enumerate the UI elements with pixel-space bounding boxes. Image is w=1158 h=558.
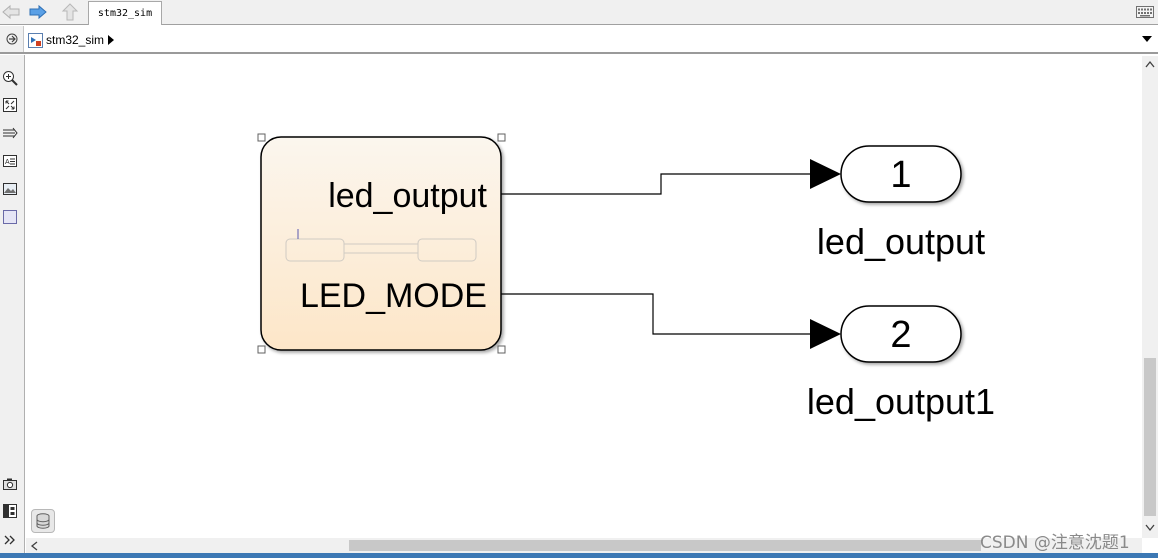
outport-1-name: led_output — [817, 221, 985, 262]
forward-button[interactable] — [27, 2, 49, 22]
scroll-left-icon[interactable] — [30, 541, 38, 551]
database-icon — [36, 513, 50, 529]
selection-handle[interactable] — [257, 345, 266, 354]
tab-stm32-sim[interactable]: stm32_sim — [88, 1, 162, 25]
outport-2-name: led_output1 — [807, 381, 995, 422]
status-strip — [0, 553, 1158, 558]
address-dropdown[interactable] — [1140, 32, 1154, 46]
chevron-down-icon — [1142, 36, 1152, 42]
vertical-scroll-thumb[interactable] — [1144, 358, 1156, 516]
zoom-icon — [3, 71, 18, 86]
arrow-left-icon — [2, 4, 20, 20]
stateflow-chart-block[interactable]: led_output LED_MODE — [257, 133, 506, 354]
chart-port-led-mode-label: LED_MODE — [300, 277, 487, 315]
address-bar: stm32_sim — [0, 26, 1158, 54]
outport-1-block[interactable]: 1 led_output — [817, 145, 985, 262]
explorer-toggle-icon — [6, 33, 17, 45]
tab-bar: stm32_sim — [0, 0, 1158, 25]
svg-text:A: A — [5, 159, 10, 166]
image-button[interactable] — [1, 180, 19, 198]
tool-palette: A — [0, 55, 25, 553]
area-button[interactable] — [1, 208, 19, 226]
arrow-right-icon — [29, 4, 47, 20]
horizontal-scroll-thumb[interactable] — [349, 540, 981, 551]
double-chevron-icon — [4, 535, 15, 545]
chart-port-led-output-label: led_output — [328, 177, 487, 215]
up-button[interactable] — [59, 2, 81, 22]
watermark: CSDN @注意沈题1 — [980, 533, 1130, 553]
simulink-model-icon — [28, 32, 43, 48]
route-lines-button[interactable] — [1, 124, 19, 142]
arrow-up-icon — [61, 3, 79, 21]
selection-handle[interactable] — [497, 345, 506, 354]
selection-handle[interactable] — [497, 133, 506, 142]
screenshot-button[interactable] — [1, 475, 19, 493]
vertical-scrollbar[interactable] — [1142, 56, 1158, 538]
model-browser-icon — [3, 504, 17, 518]
horizontal-scrollbar[interactable] — [26, 538, 1142, 553]
annotation-icon: A — [3, 155, 17, 167]
scroll-up-icon[interactable] — [1145, 60, 1155, 68]
zoom-button[interactable] — [1, 69, 19, 87]
arrowhead-2 — [810, 319, 841, 349]
signal-line-1[interactable] — [501, 159, 841, 195]
keyboard-icon[interactable] — [1136, 6, 1154, 18]
outport-2-number: 2 — [890, 314, 911, 356]
model-browser-button[interactable] — [1, 502, 19, 520]
fit-to-view-icon — [3, 98, 17, 112]
scroll-down-icon[interactable] — [1145, 524, 1155, 532]
back-button[interactable] — [0, 2, 22, 22]
tab-label: stm32_sim — [97, 8, 153, 19]
chart-state-icon — [285, 229, 477, 262]
model-canvas[interactable]: led_output LED_MODE 1 led_output 2 led_o… — [26, 56, 1142, 538]
route-lines-icon — [3, 127, 18, 139]
fit-to-view-button[interactable] — [1, 96, 19, 114]
block-diagram: led_output LED_MODE 1 led_output 2 led_o… — [257, 133, 995, 422]
selection-handle[interactable] — [257, 133, 266, 142]
hide-explorer-button[interactable] — [0, 26, 24, 52]
outport-2-block[interactable]: 2 led_output1 — [807, 305, 995, 422]
camera-icon — [3, 478, 17, 490]
image-icon — [3, 183, 17, 195]
outport-1-number: 1 — [890, 154, 911, 196]
area-icon — [3, 210, 17, 224]
annotation-button[interactable]: A — [1, 152, 19, 170]
breadcrumb[interactable]: stm32_sim — [28, 31, 115, 49]
breadcrumb-model-name[interactable]: stm32_sim — [46, 33, 105, 47]
signal-line-2[interactable] — [501, 293, 841, 349]
data-store-button[interactable] — [31, 509, 55, 533]
chevron-right-icon[interactable] — [107, 35, 115, 45]
expand-palette-button[interactable] — [1, 531, 19, 549]
arrowhead-1 — [810, 159, 841, 189]
